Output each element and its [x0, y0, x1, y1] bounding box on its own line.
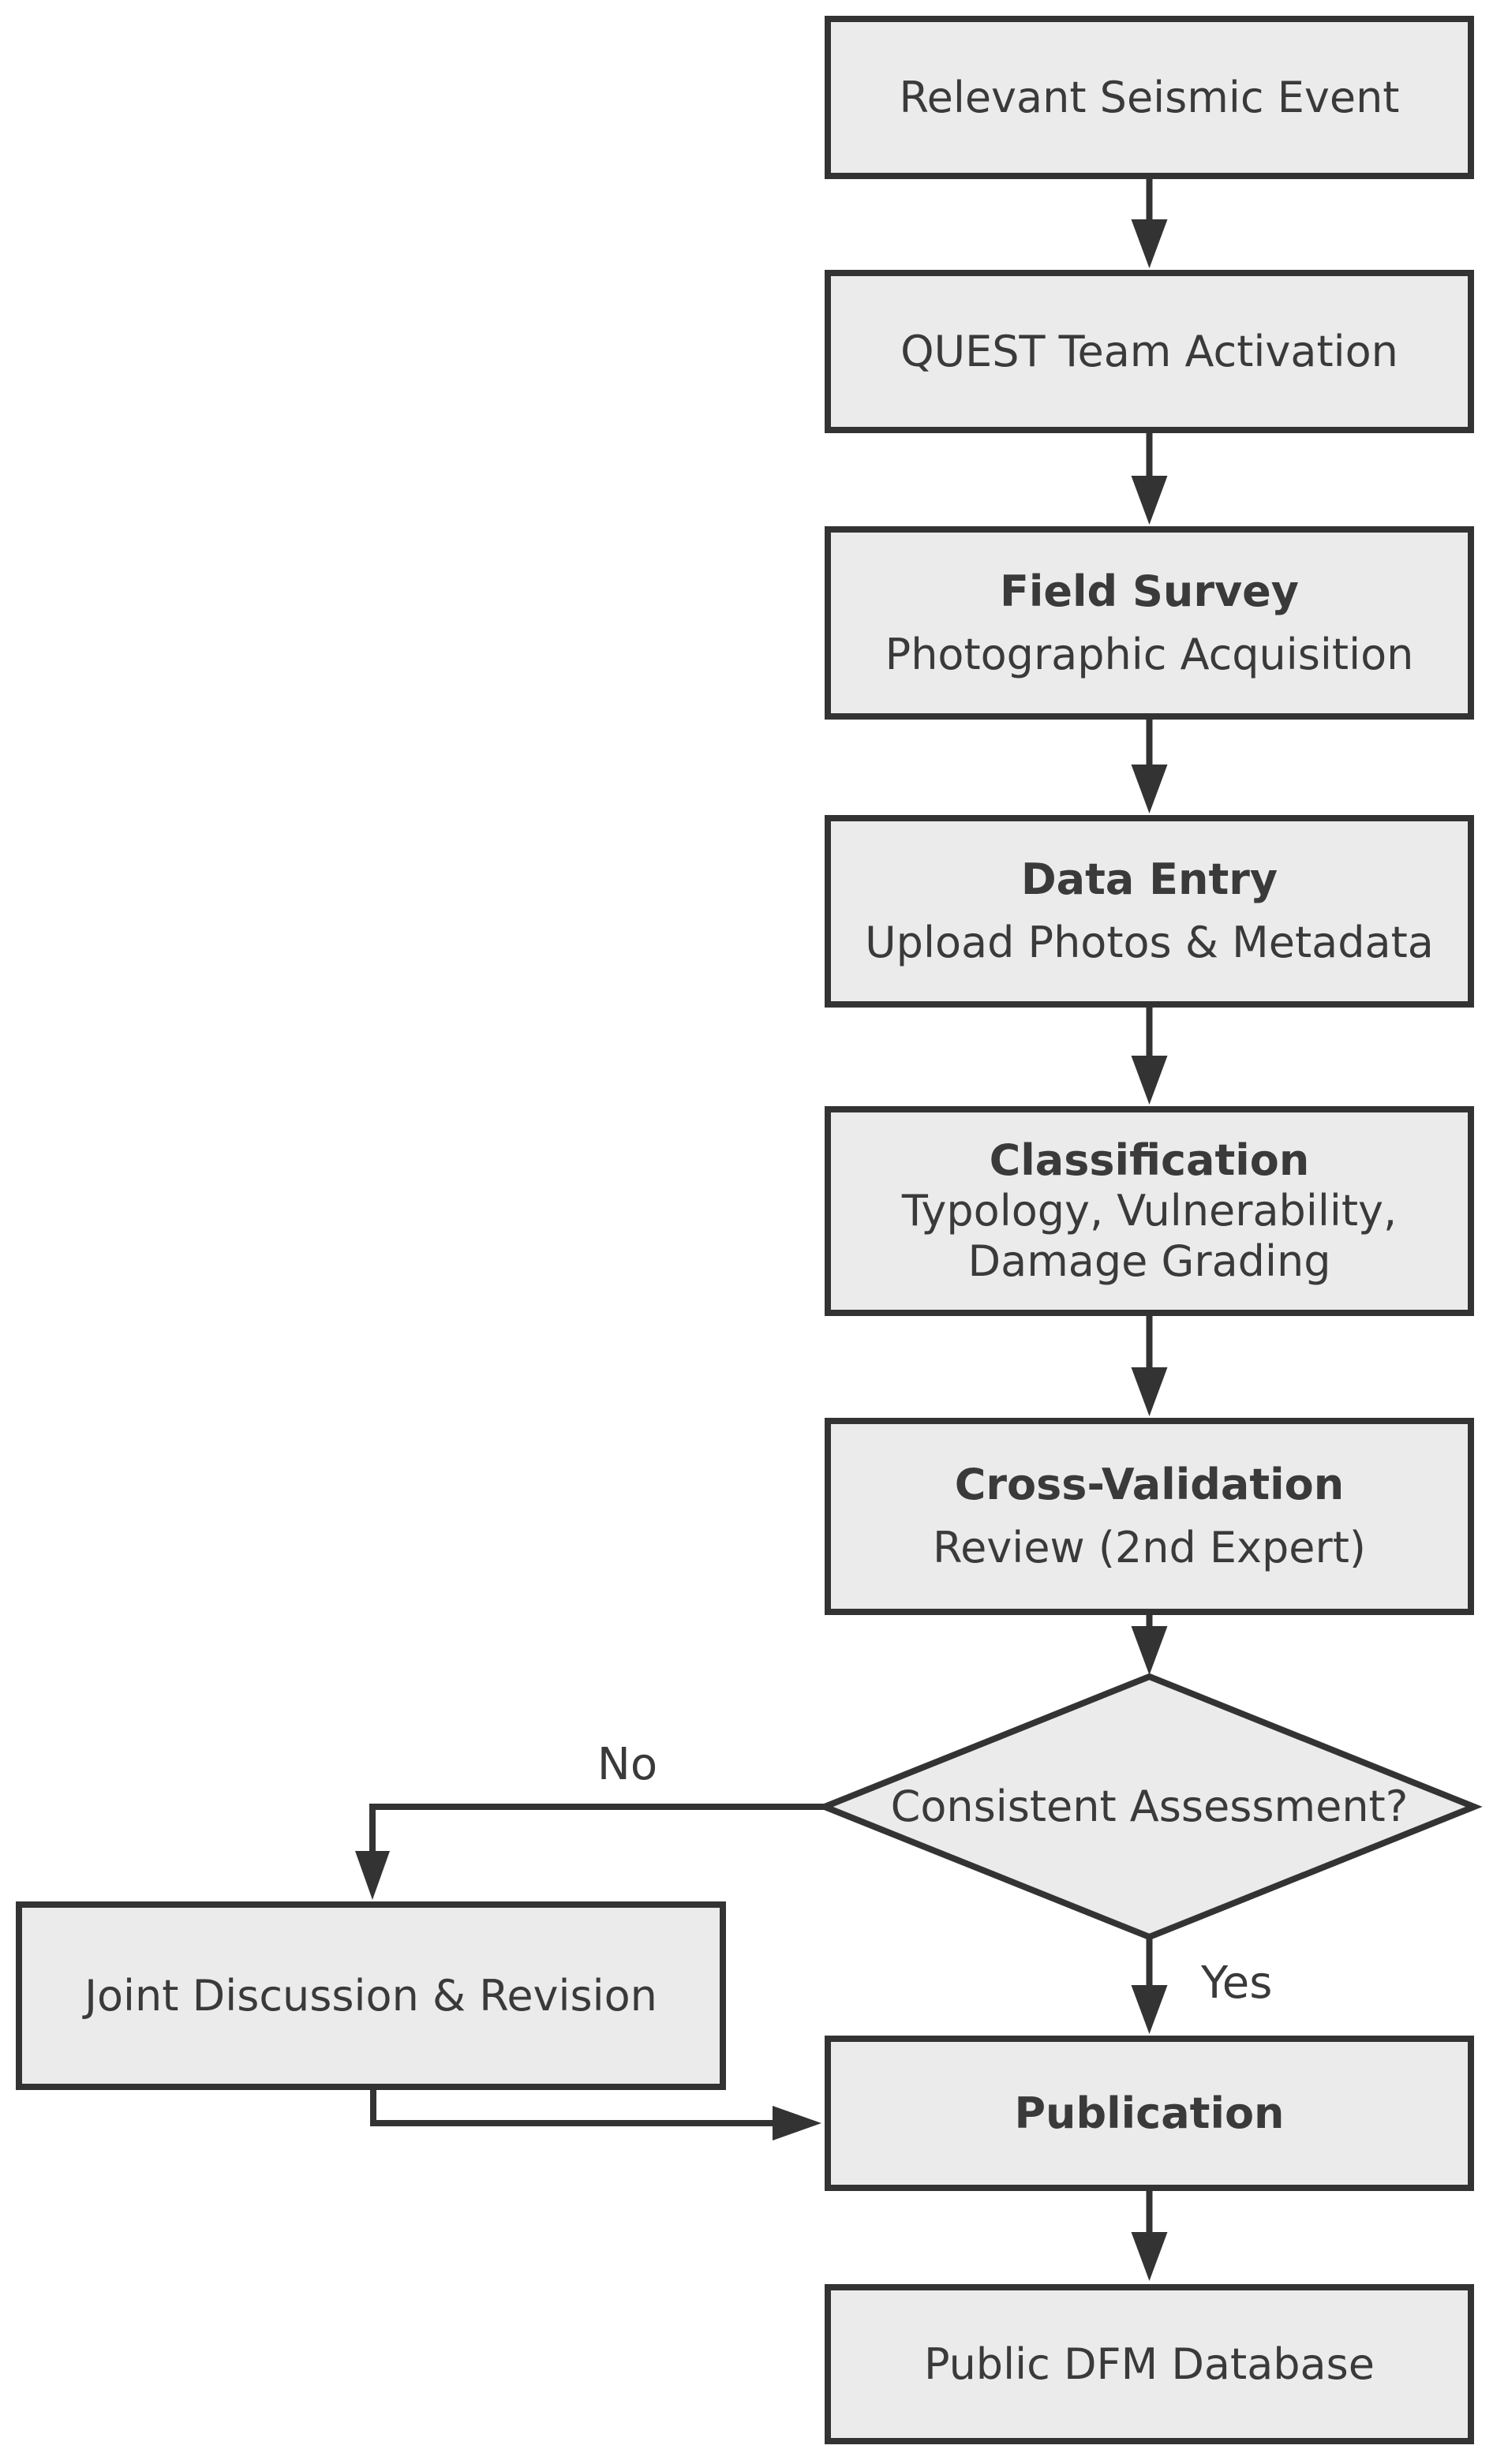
arrowhead-down-icon [1131, 219, 1168, 268]
decision-consistent-assessment-label: Consistent Assessment? [890, 1782, 1409, 1831]
node-label: Public DFM Database [923, 2339, 1375, 2389]
arrow-joint-discussion-to-publication [370, 2090, 821, 2141]
node-joint-discussion-revision: Joint Discussion & Revision [16, 1901, 726, 2090]
arrow-seismic-to-activation [1131, 179, 1168, 268]
node-title: Data Entry [1020, 854, 1278, 904]
node-title: Cross-Validation [954, 1460, 1345, 1509]
node-classification: Classification Typology, Vulnerability, … [825, 1106, 1474, 1316]
node-subtitle: Photographic Acquisition [885, 629, 1414, 679]
node-subtitle: Review (2nd Expert) [933, 1523, 1366, 1572]
arrow-cross-validation-to-decision [1131, 1615, 1168, 1675]
node-cross-validation: Cross-Validation Review (2nd Expert) [825, 1418, 1474, 1615]
node-quest-team-activation: QUEST Team Activation [825, 270, 1474, 433]
arrow-data-entry-to-classification [1131, 1008, 1168, 1105]
node-subtitle: Typology, Vulnerability, [901, 1186, 1398, 1236]
arrow-publication-to-database [1131, 2191, 1168, 2281]
node-title: Publication [1014, 2088, 1285, 2138]
arrow-activation-to-field-survey [1131, 433, 1168, 525]
node-publication: Publication [825, 2036, 1474, 2191]
arrow-field-survey-to-data-entry [1131, 720, 1168, 813]
arrowhead-down-icon [1131, 1056, 1168, 1105]
node-label: Joint Discussion & Revision [84, 1970, 657, 2021]
node-title: Classification [989, 1135, 1310, 1185]
node-relevant-seismic-event: Relevant Seismic Event [825, 16, 1474, 179]
arrowhead-down-icon [1131, 2232, 1168, 2281]
arrow-decision-no-to-joint-discussion [355, 1804, 825, 1900]
arrowhead-down-icon [1131, 765, 1168, 813]
arrow-elbow-line [370, 2090, 774, 2126]
node-label: QUEST Team Activation [900, 326, 1398, 376]
edge-label-no: No [597, 1739, 658, 1790]
node-subtitle: Upload Photos & Metadata [865, 918, 1434, 967]
node-field-survey: Field Survey Photographic Acquisition [825, 526, 1474, 720]
arrow-classification-to-cross-validation [1131, 1316, 1168, 1416]
arrowhead-down-icon [355, 1851, 390, 1900]
arrowhead-down-icon [1131, 476, 1168, 525]
arrow-decision-yes-to-publication [1131, 1937, 1168, 2034]
node-subtitle: Damage Grading [967, 1236, 1331, 1286]
arrow-elbow-line [369, 1804, 825, 1853]
edge-label-yes: Yes [1201, 1957, 1273, 2009]
node-label: Relevant Seismic Event [899, 72, 1400, 122]
arrowhead-right-icon [773, 2106, 821, 2141]
node-data-entry: Data Entry Upload Photos & Metadata [825, 815, 1474, 1008]
node-title: Field Survey [1000, 566, 1299, 616]
arrowhead-down-icon [1131, 1367, 1168, 1416]
arrowhead-down-icon [1131, 1985, 1168, 2034]
arrowhead-down-icon [1131, 1626, 1168, 1675]
node-public-dfm-database: Public DFM Database [825, 2284, 1474, 2444]
